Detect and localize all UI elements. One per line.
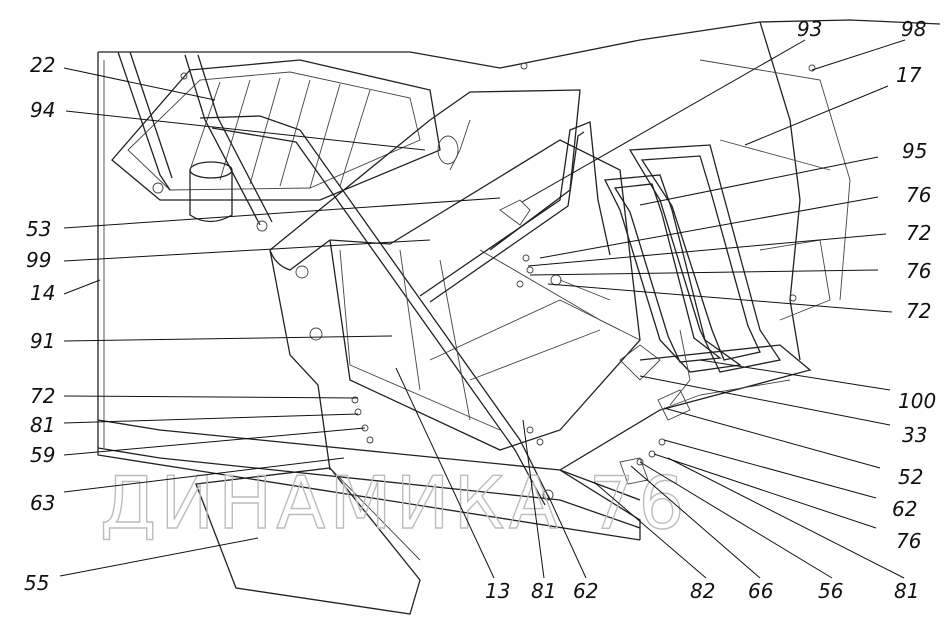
callout-100: 100 xyxy=(898,389,936,413)
callout-76: 76 xyxy=(906,183,931,207)
leader-lines xyxy=(59,39,906,579)
callout-81: 81 xyxy=(531,579,556,603)
machine-frame xyxy=(97,19,941,615)
callout-55: 55 xyxy=(24,571,49,595)
callout-81: 81 xyxy=(894,579,919,603)
callout-62: 62 xyxy=(573,579,598,603)
callout-72: 72 xyxy=(30,384,55,408)
callout-98: 98 xyxy=(901,17,926,41)
callout-33: 33 xyxy=(902,423,927,447)
callout-94: 94 xyxy=(30,98,55,122)
callout-59: 59 xyxy=(30,443,55,467)
watermark-text: ДИНАМИКА 76 xyxy=(100,461,688,545)
callout-22: 22 xyxy=(30,53,55,77)
callout-76: 76 xyxy=(906,259,931,283)
callout-95: 95 xyxy=(902,139,927,163)
callout-72: 72 xyxy=(906,299,931,323)
callout-52: 52 xyxy=(898,465,923,489)
callout-13: 13 xyxy=(485,579,510,603)
callout-72: 72 xyxy=(906,221,931,245)
callout-76: 76 xyxy=(896,529,921,553)
callout-82: 82 xyxy=(690,579,715,603)
callout-93: 93 xyxy=(797,17,822,41)
callout-66: 66 xyxy=(748,579,773,603)
callout-17: 17 xyxy=(896,63,922,87)
callout-53: 53 xyxy=(26,217,51,241)
callout-91: 91 xyxy=(30,329,55,353)
callout-81: 81 xyxy=(30,413,55,437)
callout-56: 56 xyxy=(818,579,843,603)
callout-14: 14 xyxy=(30,281,55,305)
part-callouts: 93 98 22 17 94 95 76 53 72 99 76 14 72 9… xyxy=(24,17,936,603)
fastener-marks xyxy=(152,62,816,501)
callout-62: 62 xyxy=(892,497,917,521)
callout-99: 99 xyxy=(26,248,51,272)
callout-63: 63 xyxy=(30,491,55,515)
